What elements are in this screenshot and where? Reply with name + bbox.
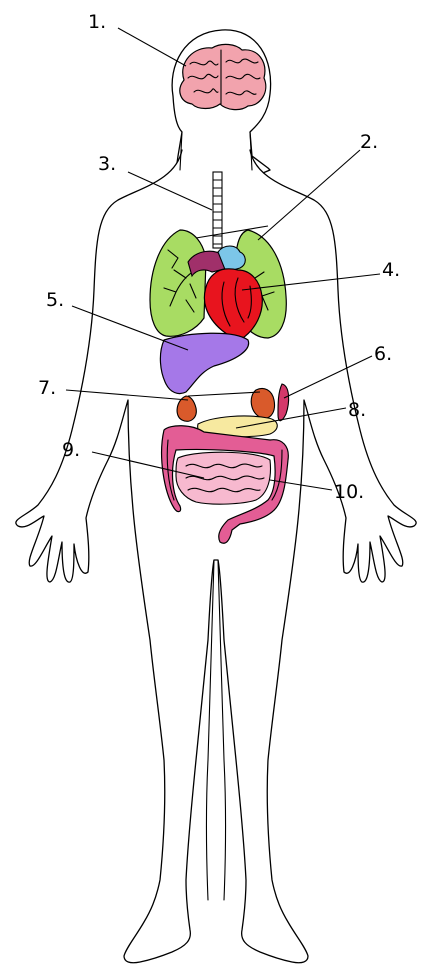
label-6: 6.: [374, 343, 392, 365]
trachea-organ: [213, 172, 222, 248]
label-7: 7.: [38, 377, 56, 399]
label-8: 8.: [348, 399, 366, 421]
label-3: 3.: [98, 153, 116, 175]
label-9: 9.: [62, 439, 80, 461]
brain-organ: [180, 44, 266, 109]
leader-1: [118, 28, 186, 66]
label-5: 5.: [46, 289, 64, 311]
label-1: 1.: [88, 11, 106, 33]
label-2: 2.: [360, 131, 378, 153]
label-4: 4.: [382, 259, 400, 281]
label-10: 10.: [334, 481, 364, 503]
